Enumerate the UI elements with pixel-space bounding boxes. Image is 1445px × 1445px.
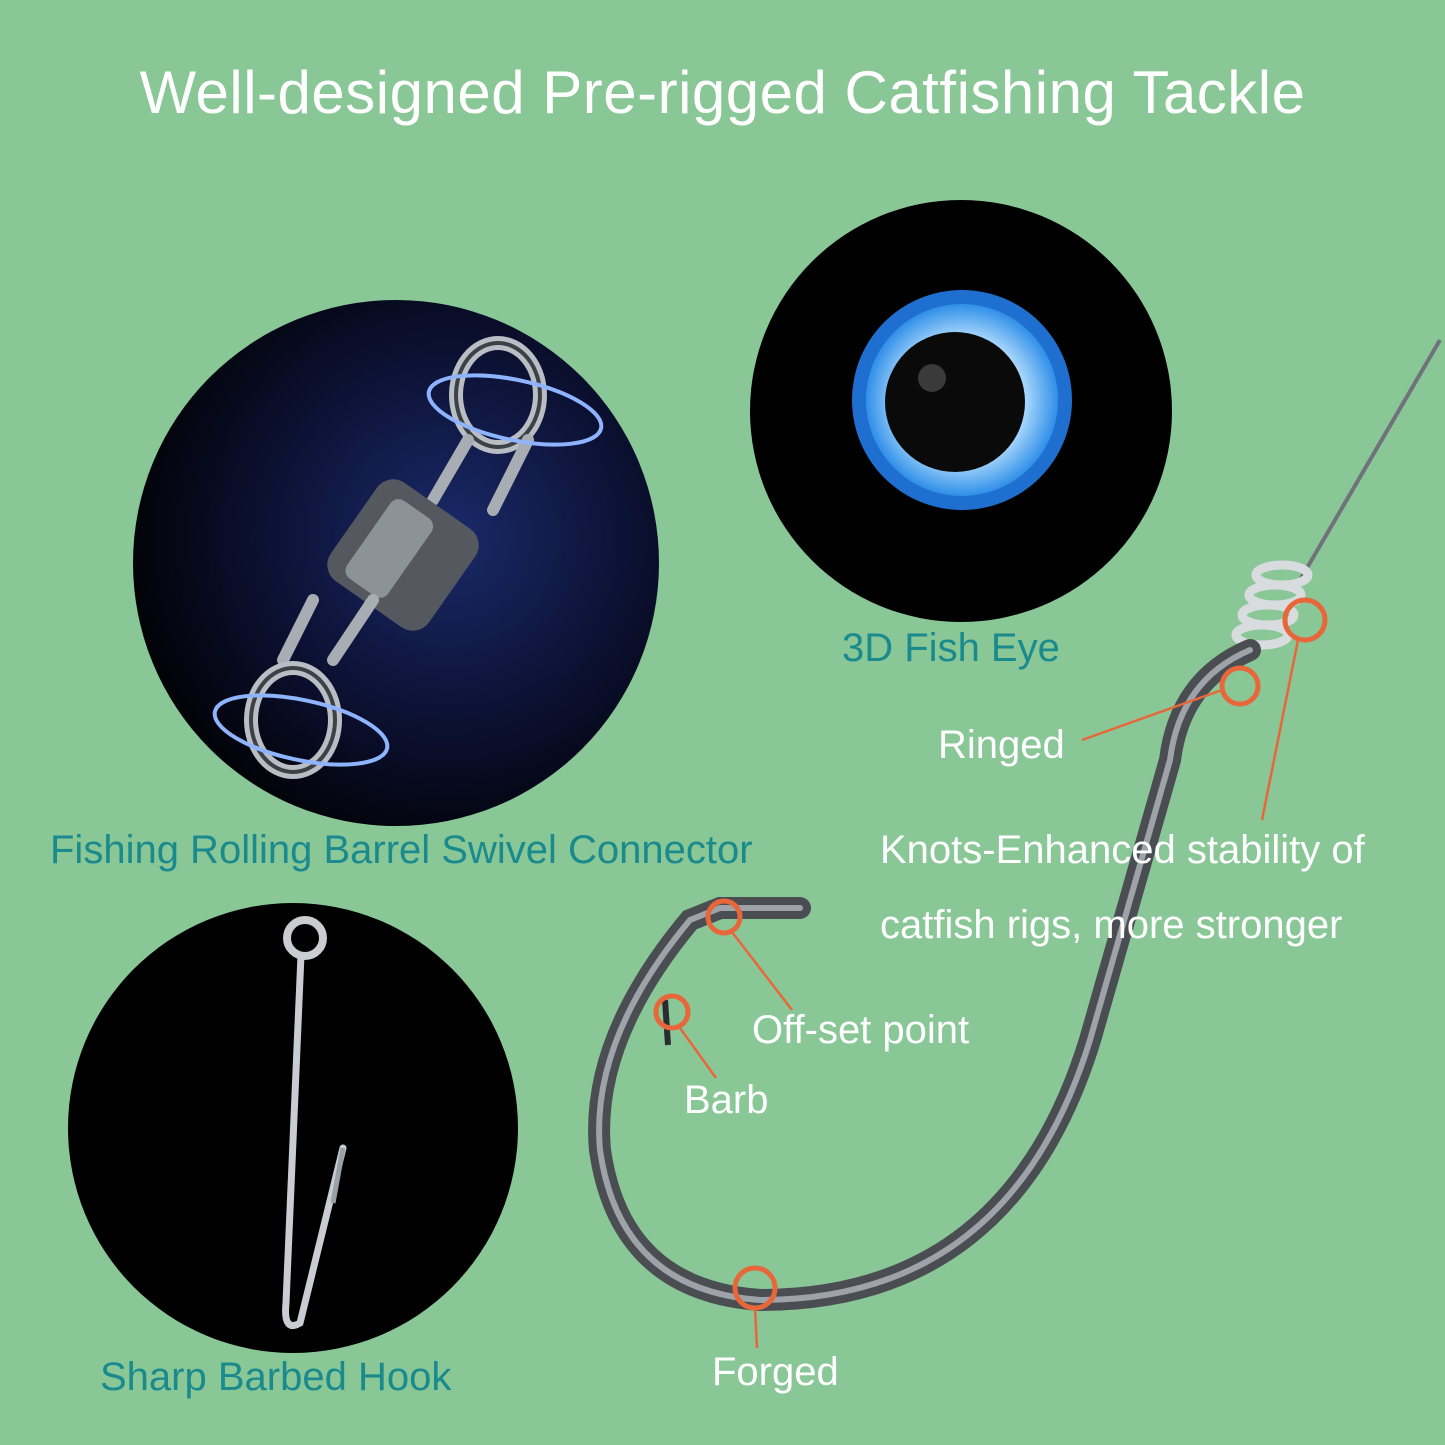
hook-icon	[282, 916, 347, 1329]
swivel-circle	[133, 300, 659, 826]
knots-label-line2: catfish rigs, more stronger	[880, 903, 1343, 947]
forged-label: Forged	[712, 1350, 839, 1394]
fish-eye-icon	[852, 290, 1072, 510]
swivel-label: Fishing Rolling Barrel Swivel Connector	[50, 828, 753, 872]
fish-eye-circle	[750, 200, 1172, 622]
fish-eye-label: 3D Fish Eye	[842, 626, 1060, 670]
knots-label-line1: Knots-Enhanced stability of	[880, 828, 1365, 872]
barb-label: Barb	[684, 1078, 769, 1122]
hook-circle	[68, 903, 518, 1353]
offset-point-label: Off-set point	[752, 1008, 970, 1052]
hook-label: Sharp Barbed Hook	[100, 1355, 452, 1399]
page-title: Well-designed Pre-rigged Catfishing Tack…	[139, 59, 1306, 126]
swivel-icon	[212, 336, 604, 779]
ringed-label: Ringed	[938, 723, 1065, 767]
